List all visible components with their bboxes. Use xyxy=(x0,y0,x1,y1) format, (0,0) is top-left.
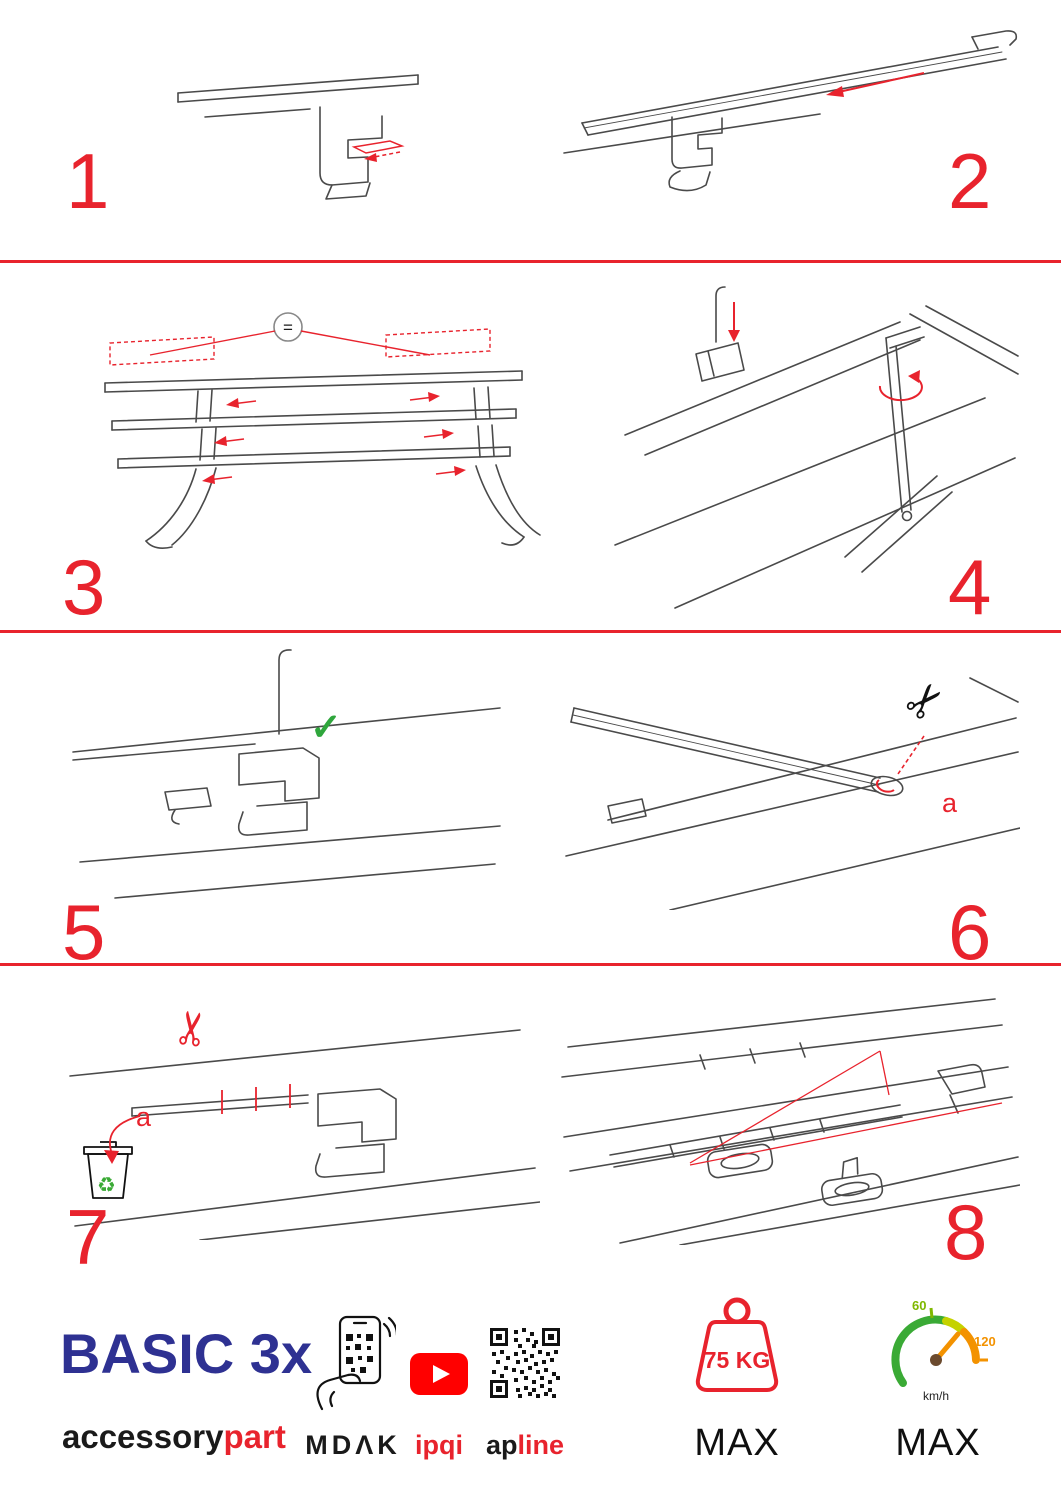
youtube-icon xyxy=(410,1353,468,1395)
check-icon: ✓ xyxy=(310,707,342,749)
speed-low-label: 60 xyxy=(912,1298,926,1313)
phone-qr-scan-icon xyxy=(316,1315,396,1411)
scissors-icon: ✂ xyxy=(893,669,957,732)
qr-label-black: ap xyxy=(485,1430,518,1460)
max-speed-label: MAX xyxy=(895,1422,981,1464)
max-load-icon: 75 KG xyxy=(695,1297,779,1392)
weight-value: 75 KG xyxy=(704,1347,770,1373)
step-2-number: 2 xyxy=(948,137,992,225)
qr-code-icon xyxy=(488,1326,562,1400)
brand-name-black: accessory xyxy=(62,1418,224,1455)
product-name: BASIC 3x xyxy=(60,1322,313,1385)
brand-name-red: part xyxy=(223,1418,286,1455)
brand-name: accessorypart xyxy=(62,1420,286,1453)
step-1-drawing xyxy=(177,74,419,200)
step-3-drawing: = xyxy=(104,312,541,549)
divider-1 xyxy=(0,260,1061,263)
step-5-number: 5 xyxy=(62,888,106,976)
cut-label-a: a xyxy=(136,1102,152,1132)
phone-app-label: MDΛK xyxy=(305,1430,401,1460)
speed-high-label: 120 xyxy=(974,1334,996,1349)
recycle-icon: ♻ xyxy=(97,1174,116,1197)
step-8-drawing xyxy=(561,998,1020,1245)
speed-unit-label: km/h xyxy=(923,1389,949,1403)
equal-icon: = xyxy=(283,318,293,337)
divider-3 xyxy=(0,963,1061,966)
step-3-number: 3 xyxy=(62,543,106,631)
step-4-drawing xyxy=(614,286,1019,609)
step-6-drawing: ✂ a xyxy=(565,669,1020,910)
speedometer-icon: 60 120 km/h xyxy=(891,1298,996,1403)
scissors-icon: ✂ xyxy=(164,1006,221,1051)
qr-label: apline xyxy=(482,1430,568,1461)
step-7-number: 7 xyxy=(66,1193,110,1281)
step-7-drawing: ✂ a ♻ xyxy=(69,1006,540,1240)
divider-2 xyxy=(0,630,1061,633)
step-1-number: 1 xyxy=(66,137,110,225)
step-6-number: 6 xyxy=(948,888,992,976)
qr-label-red: line xyxy=(517,1430,565,1460)
step-2-drawing xyxy=(563,30,1018,192)
step-4-number: 4 xyxy=(948,543,992,631)
cut-label-a: a xyxy=(942,788,958,818)
step-8-number: 8 xyxy=(944,1188,988,1276)
youtube-label: ipqi xyxy=(415,1430,463,1460)
step-5-drawing: ✓ xyxy=(72,649,501,899)
max-load-label: MAX xyxy=(694,1422,780,1464)
